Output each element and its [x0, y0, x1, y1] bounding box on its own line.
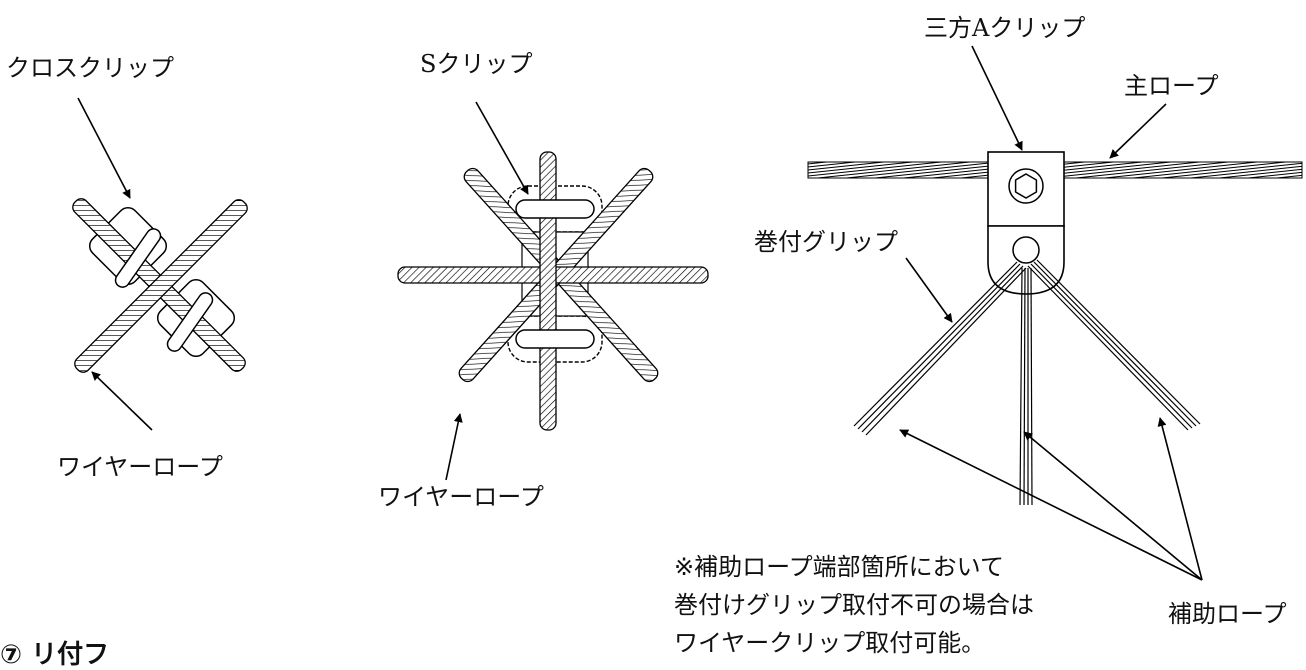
s-clip-bolt: [515, 199, 595, 219]
main-rope-arrow: [1109, 103, 1167, 159]
wrap-grip-center: [1019, 267, 1033, 506]
wrap-grip-left: [853, 261, 1027, 436]
wire-rope-mid-label: ワイヤーロープ: [378, 483, 544, 511]
cross-clip-label: クロスクリップ: [6, 54, 174, 82]
wrap-grip-label: 巻付グリップ: [754, 228, 898, 256]
cross-clip-bolt: [114, 228, 162, 288]
wire-rope-left-arrow: [91, 371, 153, 431]
cross-clip-arrow: [77, 97, 131, 199]
aux-rope-arrow: [1023, 431, 1203, 581]
three-way-clip-arrow: [971, 45, 1023, 151]
note-line: ※補助ロープ端部箇所において: [674, 553, 1004, 581]
wire-rope-mid-arrow: [445, 413, 463, 481]
aux-rope-arrow: [1157, 417, 1203, 581]
s-clip-label: Sクリップ: [420, 50, 533, 78]
s-clip-arrow: [475, 101, 529, 195]
three-way-clip-figure: [807, 45, 1303, 581]
s-clip-figure: [397, 101, 709, 481]
s-clip-rope-vertical: [539, 151, 557, 431]
three-way-a-clip: [987, 151, 1065, 295]
wrap-grip-right: [1027, 259, 1201, 431]
partial-section-heading: ⑦ リ付フ: [0, 640, 110, 670]
cross-clip-rope-2: [74, 199, 248, 373]
cross-clip-figure: [72, 97, 248, 431]
note-line: ワイヤークリップ取付可能。: [674, 629, 986, 657]
aux-rope-arrow: [899, 429, 1203, 581]
note-line: 巻付けグリップ取付不可の場合は: [674, 591, 1034, 619]
s-clip-bolt: [515, 329, 595, 349]
installation-note: ※補助ロープ端部箇所において 巻付けグリップ取付不可の場合は ワイヤークリップ取…: [674, 548, 1034, 662]
aux-rope-label: 補助ロープ: [1168, 600, 1287, 628]
main-rope-label: 主ロープ: [1124, 72, 1219, 100]
three-way-a-clip-label: 三方Aクリップ: [924, 14, 1086, 42]
wire-rope-left-label: ワイヤーロープ: [57, 453, 223, 481]
wrap-grip-arrow: [905, 257, 953, 323]
cross-clip-bolt: [166, 292, 214, 352]
